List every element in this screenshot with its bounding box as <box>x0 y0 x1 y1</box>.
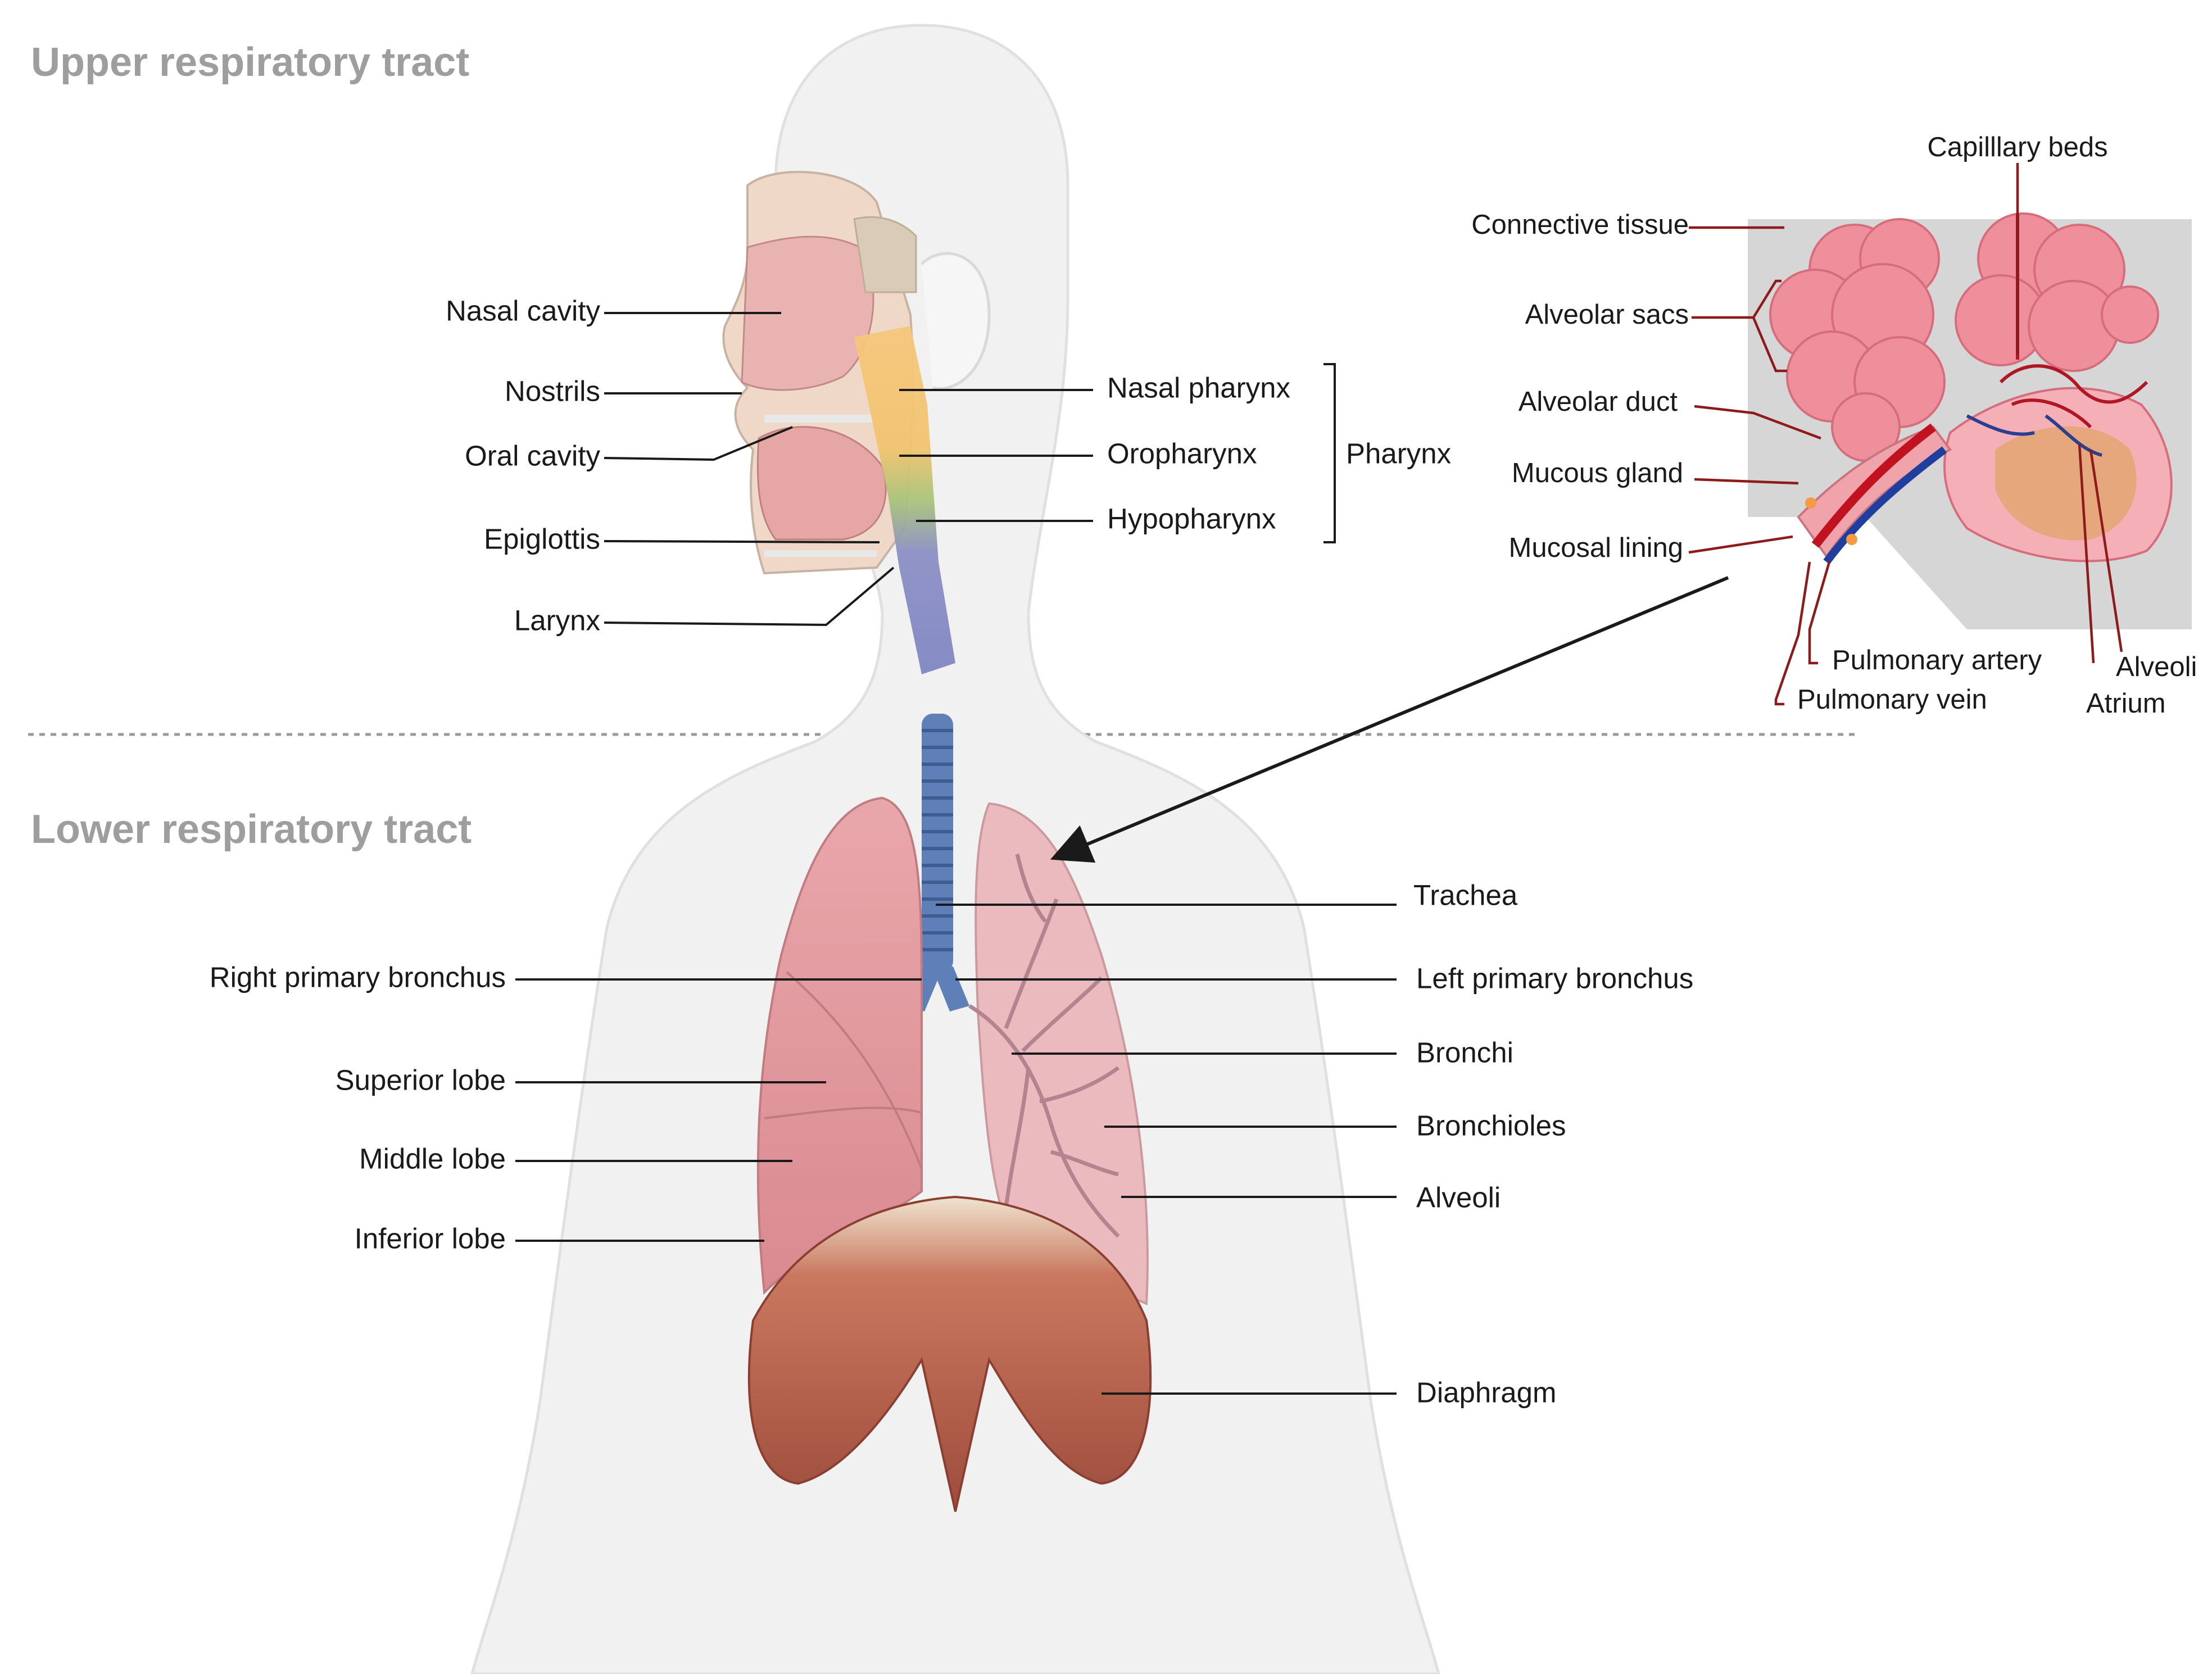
label-bronchioles: Bronchioles <box>1416 1109 1566 1141</box>
label-middle-lobe: Middle lobe <box>359 1142 506 1174</box>
upper-left-leaders <box>604 312 895 627</box>
bronchial-tree <box>968 854 1120 1238</box>
diaphragm-muscle <box>747 1195 1152 1512</box>
trachea-tube <box>905 714 969 1011</box>
label-oral-cavity: Oral cavity <box>465 439 600 471</box>
inset-label-alveoli: Alveoli <box>2116 652 2197 682</box>
inset-label-mucous-gland: Mucous gland <box>1512 458 1683 488</box>
inset-leaders <box>1688 163 2123 706</box>
lower-tract-title: Lower respiratory tract <box>31 807 472 852</box>
label-right-primary-bronchus: Right primary bronchus <box>210 961 506 993</box>
label-diaphragm: Diaphragm <box>1416 1376 1556 1408</box>
pharynx-airway <box>854 326 955 674</box>
pharynx-bracket <box>1323 363 1336 543</box>
lobe-fissure-horizontal <box>764 1106 922 1119</box>
label-bronchi: Bronchi <box>1416 1036 1513 1068</box>
right-lung <box>756 796 923 1295</box>
inset-label-pulmonary-vein: Pulmonary vein <box>1797 684 1987 715</box>
label-nasal-pharynx: Nasal pharynx <box>1107 371 1290 403</box>
inset-label-capillary-beds: Capilllary beds <box>1927 132 2107 162</box>
label-left-primary-bronchus: Left primary bronchus <box>1416 962 1693 994</box>
label-larynx: Larynx <box>514 604 600 636</box>
inset-label-connective-tissue: Connective tissue <box>1471 210 1689 240</box>
head-cross-section <box>722 171 917 575</box>
label-pharynx: Pharynx <box>1346 437 1451 469</box>
inset-connector-arrow <box>1050 576 1729 863</box>
label-epiglottis: Epiglottis <box>484 523 600 555</box>
inset-label-mucosal-lining: Mucosal lining <box>1509 533 1684 563</box>
lower-left-leaders <box>515 978 922 1242</box>
upper-tract-title: Upper respiratory tract <box>31 40 469 85</box>
label-nostrils: Nostrils <box>505 375 600 407</box>
label-trachea: Trachea <box>1413 879 1518 911</box>
lobe-fissure-oblique <box>786 971 923 1169</box>
inset-label-alveolar-sacs: Alveolar sacs <box>1525 300 1689 330</box>
label-superior-lobe: Superior lobe <box>336 1064 506 1096</box>
inset-label-pulmonary-artery: Pulmonary artery <box>1832 645 2042 675</box>
label-alveoli: Alveoli <box>1416 1181 1501 1213</box>
pharynx-leaders <box>899 389 1093 522</box>
label-nasal-cavity: Nasal cavity <box>446 294 600 326</box>
alveoli-inset <box>1748 212 2192 629</box>
inset-label-atrium: Atrium <box>2086 688 2166 719</box>
lower-right-leaders <box>936 904 1397 1395</box>
ear <box>921 252 991 390</box>
label-inferior-lobe: Inferior lobe <box>355 1222 506 1254</box>
label-hypopharynx: Hypopharynx <box>1107 502 1276 534</box>
label-oropharynx: Oropharynx <box>1107 437 1257 469</box>
inset-label-alveolar-duct: Alveolar duct <box>1519 387 1678 417</box>
